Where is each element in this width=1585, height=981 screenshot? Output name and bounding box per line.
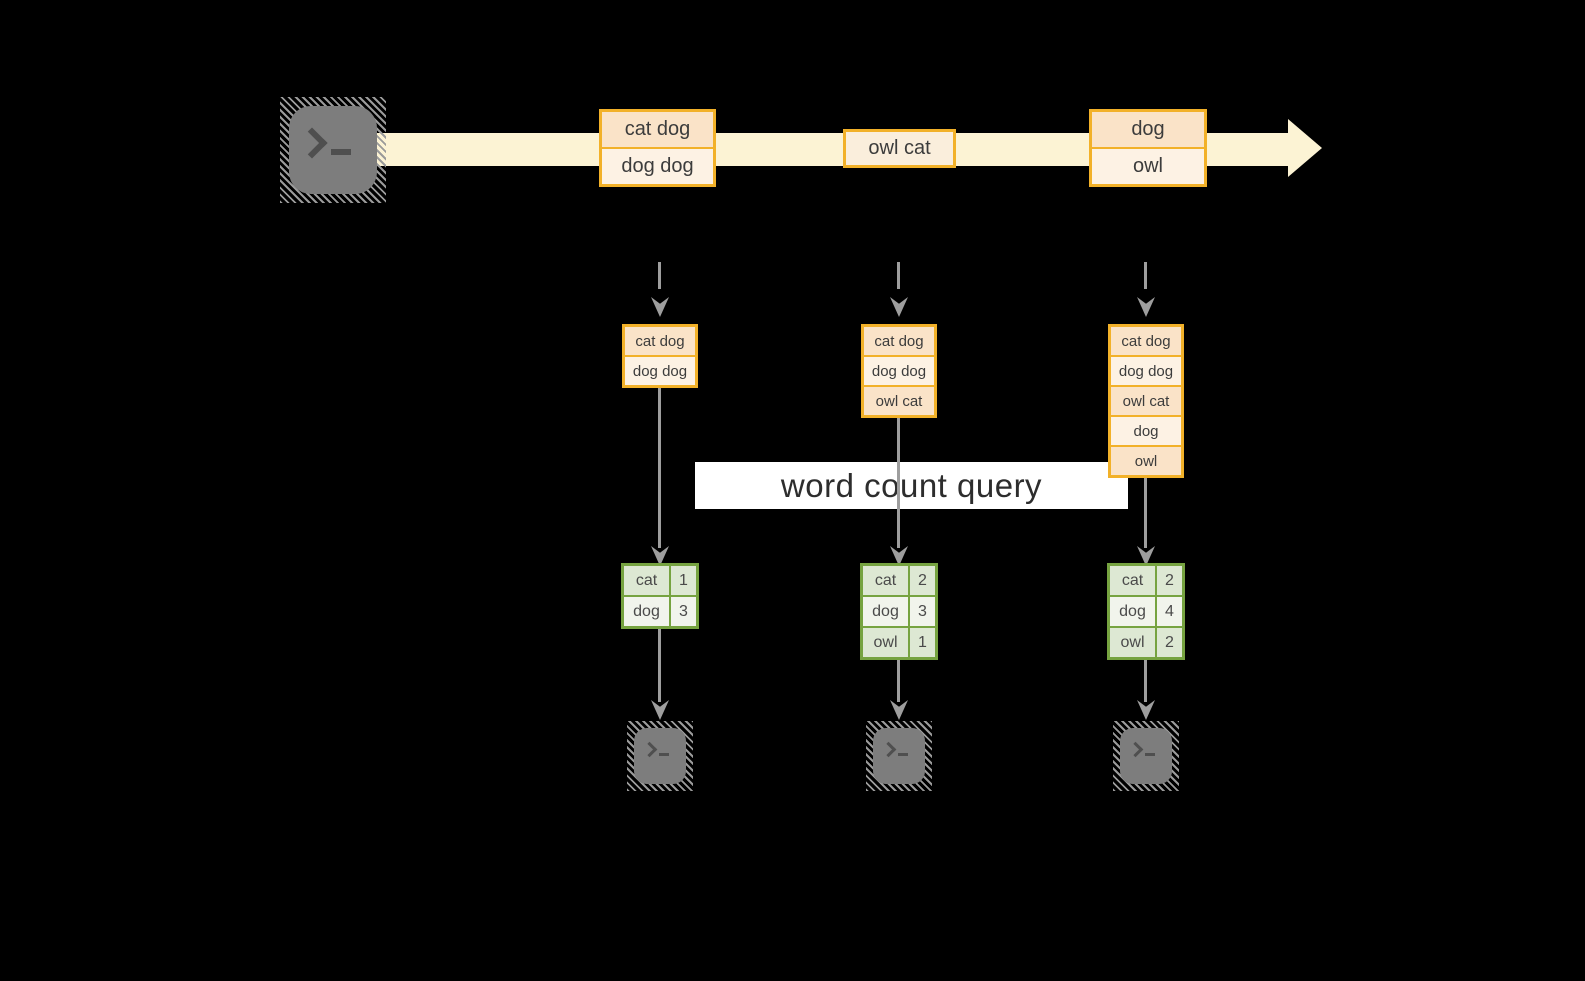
state-buffer: cat dog dog dog owl cat dog owl — [1108, 324, 1184, 478]
state-buffer: cat dog dog dog — [622, 324, 698, 388]
underscore-icon — [1144, 752, 1155, 756]
buffer-row: dog — [1111, 415, 1181, 445]
flow-arrow-line — [1144, 660, 1147, 702]
chevron-right-icon — [880, 741, 896, 757]
chevron-right-icon — [296, 127, 328, 159]
terminal-prompt-glyph — [296, 127, 351, 159]
count-cell: 4 — [1157, 597, 1182, 626]
count-table: cat 2 dog 3 owl 1 — [860, 563, 938, 660]
arrow-down-icon — [890, 700, 908, 720]
count-cell: 2 — [910, 566, 935, 595]
buffer-row: owl — [1111, 445, 1181, 475]
terminal-icon — [1120, 728, 1172, 784]
state-buffer: cat dog dog dog owl cat — [861, 324, 937, 418]
terminal-icon — [289, 106, 377, 194]
underscore-icon — [658, 752, 669, 756]
arrow-down-icon — [1137, 297, 1155, 317]
dashed-arrow-line — [1144, 262, 1147, 289]
table-row: dog 3 — [863, 597, 935, 626]
arrow-down-icon — [890, 297, 908, 317]
stream-record-line: cat dog — [602, 112, 713, 147]
table-row: owl 1 — [863, 628, 935, 657]
terminal-prompt-glyph — [1127, 741, 1155, 757]
buffer-row: dog dog — [1111, 355, 1181, 385]
buffer-row: dog dog — [625, 355, 695, 385]
flow-arrow-line — [897, 418, 900, 548]
source-terminal-icon — [280, 97, 386, 203]
word-cell: dog — [1110, 597, 1155, 626]
word-cell: dog — [624, 597, 669, 626]
word-cell: owl — [1110, 628, 1155, 657]
table-row: dog 3 — [624, 597, 696, 626]
underscore-icon — [897, 752, 908, 756]
dashed-arrow-line — [658, 262, 661, 289]
count-cell: 2 — [1157, 566, 1182, 595]
word-cell: cat — [1110, 566, 1155, 595]
table-row: cat 2 — [863, 566, 935, 595]
flow-arrow-line — [658, 629, 661, 702]
count-cell: 3 — [671, 597, 696, 626]
terminal-prompt-glyph — [641, 741, 669, 757]
sink-terminal-icon — [1113, 721, 1179, 791]
sink-terminal-icon — [866, 721, 932, 791]
count-cell: 1 — [910, 628, 935, 657]
count-cell: 2 — [1157, 628, 1182, 657]
stream-record-line: dog — [1092, 112, 1204, 147]
buffer-row: cat dog — [625, 327, 695, 355]
word-cell: cat — [863, 566, 908, 595]
count-cell: 3 — [910, 597, 935, 626]
word-cell: dog — [863, 597, 908, 626]
table-row: dog 4 — [1110, 597, 1182, 626]
word-cell: owl — [863, 628, 908, 657]
buffer-row: owl cat — [1111, 385, 1181, 415]
sink-terminal-icon — [627, 721, 693, 791]
stream-record: dog owl — [1089, 109, 1207, 187]
table-row: owl 2 — [1110, 628, 1182, 657]
buffer-row: owl cat — [864, 385, 934, 415]
underscore-icon — [331, 149, 351, 155]
stream-record-line: owl cat — [846, 132, 953, 165]
arrow-down-icon — [651, 297, 669, 317]
stream-record-line: dog dog — [602, 147, 713, 184]
count-table: cat 1 dog 3 — [621, 563, 699, 629]
stream-record-line: owl — [1092, 147, 1204, 184]
flow-arrow-line — [1144, 478, 1147, 548]
buffer-row: cat dog — [864, 327, 934, 355]
arrow-down-icon — [1137, 700, 1155, 720]
buffer-row: dog dog — [864, 355, 934, 385]
dashed-arrow-line — [897, 262, 900, 289]
stream-arrowhead-icon — [1288, 119, 1322, 177]
word-count-query-label: word count query — [695, 462, 1128, 509]
count-table: cat 2 dog 4 owl 2 — [1107, 563, 1185, 660]
stream-record: cat dog dog dog — [599, 109, 716, 187]
chevron-right-icon — [1127, 741, 1143, 757]
stream-record: owl cat — [843, 129, 956, 168]
flow-arrow-line — [897, 660, 900, 702]
table-row: cat 1 — [624, 566, 696, 595]
arrow-down-icon — [651, 700, 669, 720]
flow-arrow-line — [658, 388, 661, 548]
table-row: cat 2 — [1110, 566, 1182, 595]
count-cell: 1 — [671, 566, 696, 595]
terminal-icon — [873, 728, 925, 784]
buffer-row: cat dog — [1111, 327, 1181, 355]
chevron-right-icon — [641, 741, 657, 757]
terminal-prompt-glyph — [880, 741, 908, 757]
terminal-icon — [634, 728, 686, 784]
word-cell: cat — [624, 566, 669, 595]
